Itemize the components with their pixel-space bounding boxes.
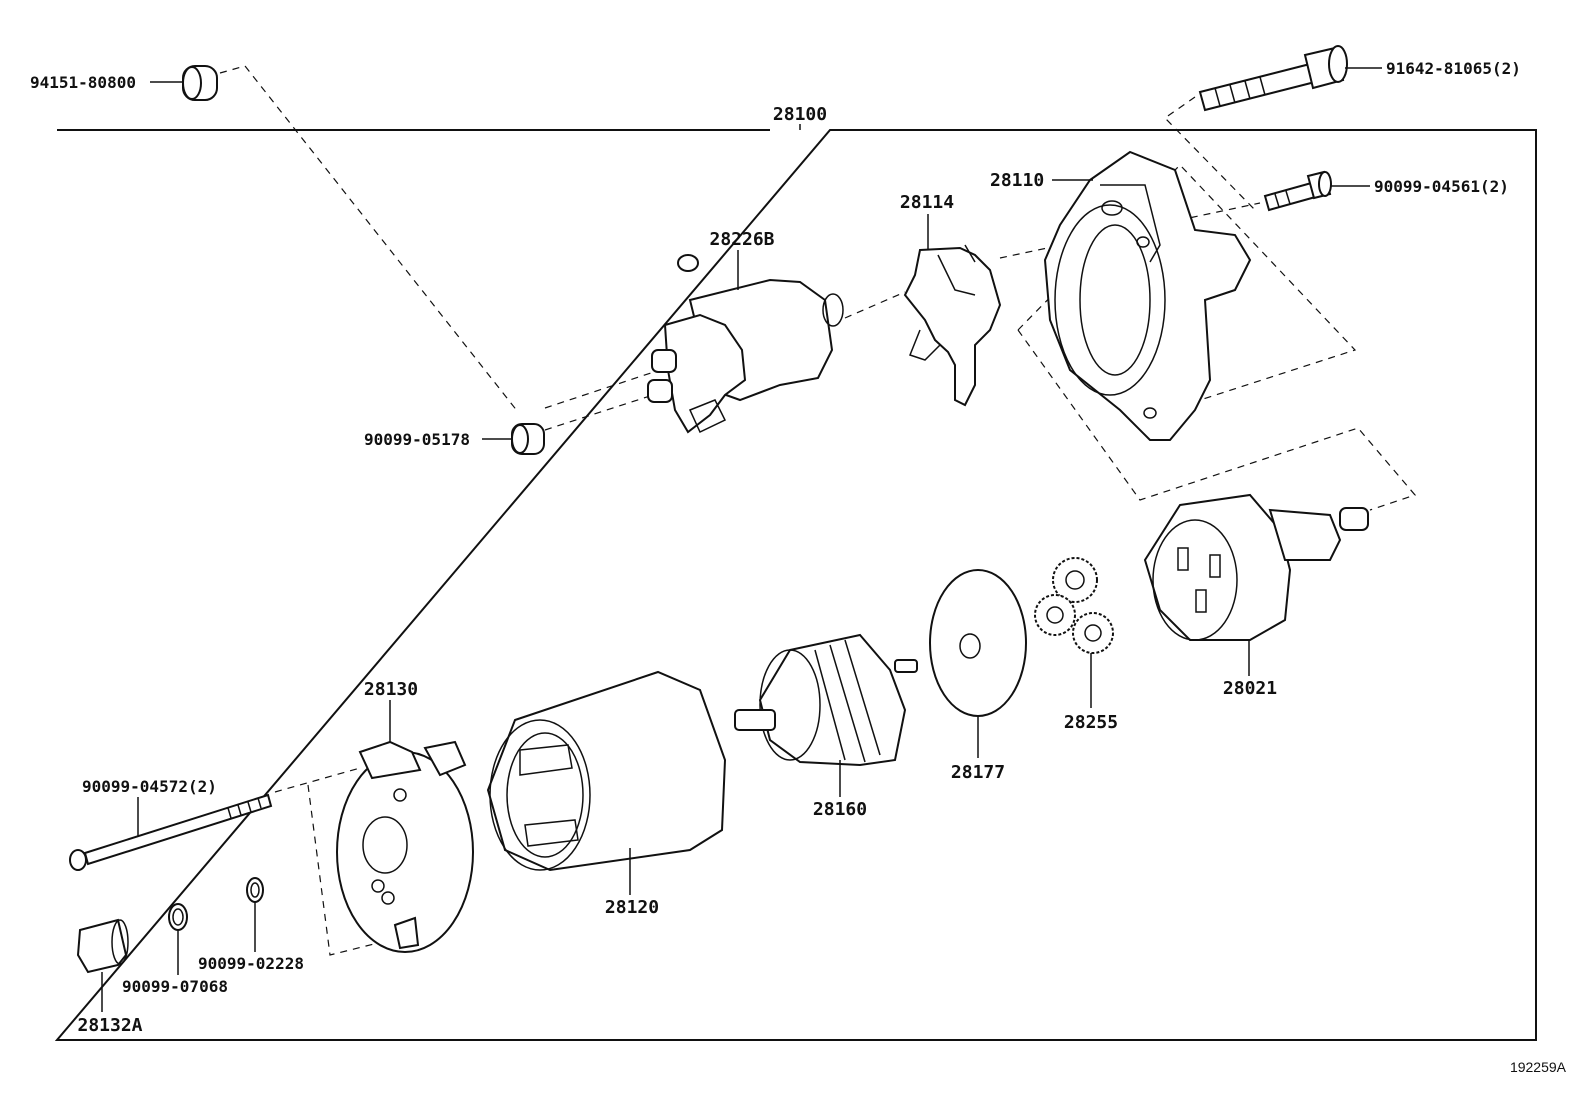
label-90099-04561[interactable]: 90099-04561(2)	[1374, 177, 1509, 196]
assembly-frame	[54, 124, 1537, 1041]
part-nut-94151-80800[interactable]	[150, 65, 218, 101]
part-solenoid-28226B[interactable]	[647, 250, 844, 434]
label-28160[interactable]: 28160	[813, 799, 867, 820]
label-90099-07068[interactable]: 90099-07068	[122, 977, 228, 996]
label-28114[interactable]: 28114	[900, 192, 954, 213]
part-washer-90099-02228[interactable]	[246, 877, 264, 952]
part-bolt-90099-04561[interactable]	[1263, 170, 1370, 212]
part-end-frame-28130[interactable]	[336, 700, 474, 953]
part-bolt-90099-04572[interactable]	[69, 793, 273, 871]
part-lever-28114[interactable]	[903, 214, 1002, 407]
label-94151-80800[interactable]: 94151-80800	[30, 73, 136, 92]
label-90099-04572[interactable]: 90099-04572(2)	[82, 777, 217, 796]
part-cap-28132A[interactable]	[76, 918, 129, 1012]
label-28255[interactable]: 28255	[1064, 712, 1118, 733]
label-28177[interactable]: 28177	[951, 762, 1005, 783]
label-28021[interactable]: 28021	[1223, 678, 1277, 699]
label-28226B[interactable]: 28226B	[709, 229, 774, 250]
label-90099-02228[interactable]: 90099-02228	[198, 954, 304, 973]
part-gears-28255[interactable]	[1034, 557, 1114, 708]
label-28110[interactable]: 28110	[990, 170, 1044, 191]
reference-code: 192259A	[1510, 1059, 1567, 1075]
label-28130[interactable]: 28130	[364, 679, 418, 700]
part-armature-28160[interactable]	[734, 633, 918, 797]
part-nut-90099-05178[interactable]	[482, 423, 545, 455]
part-plate-28177[interactable]	[929, 569, 1027, 758]
part-clutch-28021[interactable]	[1143, 493, 1369, 676]
part-yoke-28120[interactable]	[486, 670, 727, 895]
part-bolt-91642-81065[interactable]	[1198, 45, 1382, 112]
part-oring-90099-07068[interactable]	[168, 903, 188, 975]
assembly-label: 28100	[773, 104, 827, 125]
part-housing-28110[interactable]	[1043, 150, 1252, 441]
label-28120[interactable]: 28120	[605, 897, 659, 918]
label-91642-81065[interactable]: 91642-81065(2)	[1386, 59, 1521, 78]
label-90099-05178[interactable]: 90099-05178	[364, 430, 470, 449]
label-28132A[interactable]: 28132A	[77, 1015, 142, 1036]
